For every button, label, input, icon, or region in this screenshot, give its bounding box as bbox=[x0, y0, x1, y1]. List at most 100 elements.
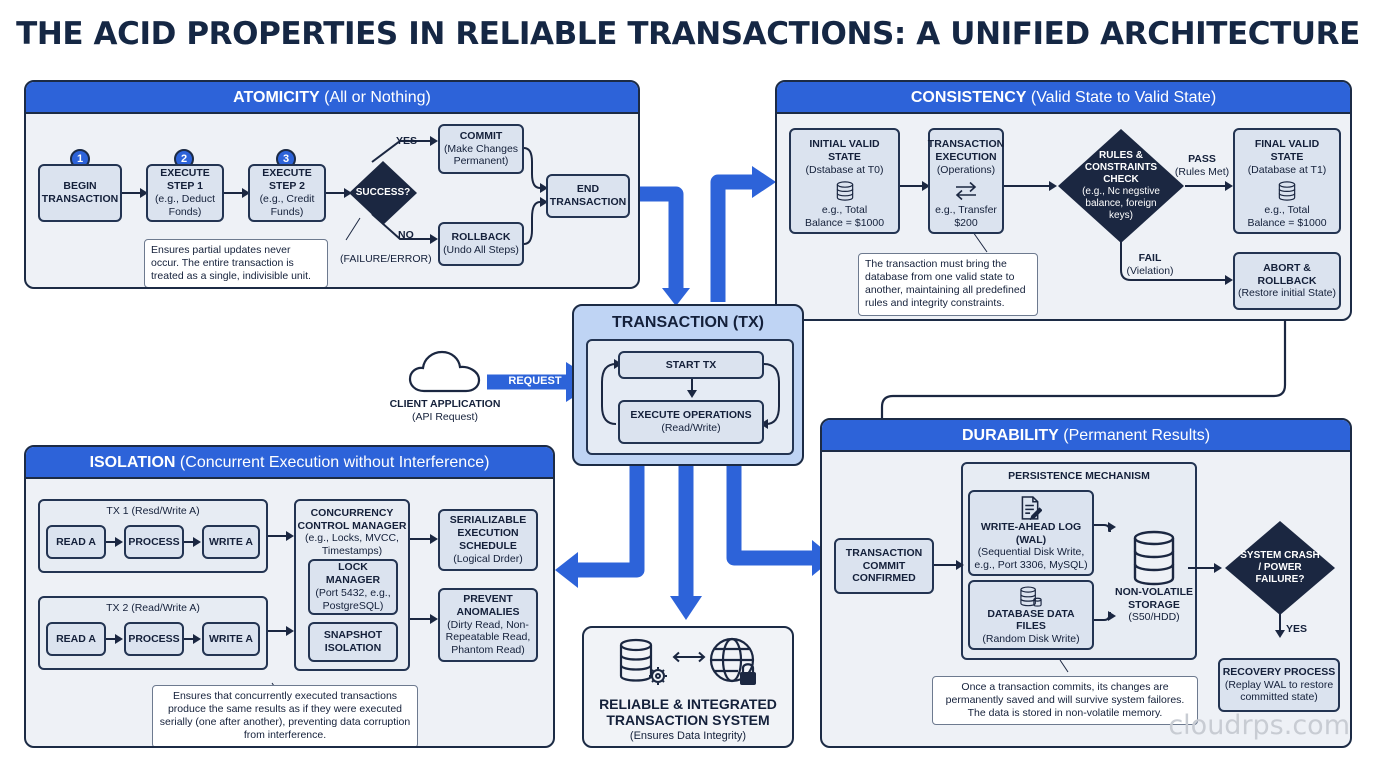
client-application-label: CLIENT APPLICATION (API Request) bbox=[372, 398, 518, 423]
non-volatile-storage-sub: (S50/HDD) bbox=[1128, 611, 1180, 624]
atomicity-header-sub: (All or Nothing) bbox=[319, 89, 431, 106]
database-icon bbox=[836, 181, 853, 202]
lock-manager-title: LOCK MANAGER bbox=[325, 561, 381, 587]
transaction-title: TRANSACTION (TX) bbox=[612, 314, 764, 331]
ccm-sub: (e.g., Locks, MVCC, Timestamps) bbox=[305, 532, 399, 557]
commit-sub: (Make Changes Permanent) bbox=[443, 142, 519, 168]
tx2-write-a-box: WRITE A bbox=[202, 622, 260, 656]
tx2-write-a-label: WRITE A bbox=[209, 632, 253, 645]
rules-sub: (e.g., Nc negstive balance, foreign keys… bbox=[1082, 186, 1160, 221]
durability-note: Once a transaction commits, its changes … bbox=[932, 676, 1198, 726]
flow-arrowhead-tx-to-isolation bbox=[555, 552, 578, 588]
rollback-box: ROLLBACK (Undo All Steps) bbox=[438, 222, 524, 266]
swap-arrows-icon bbox=[955, 182, 977, 201]
pass-label: PASS bbox=[1188, 153, 1216, 165]
fail-label-group: FAIL (Vielation) bbox=[1121, 252, 1179, 277]
start-tx-box: START TX bbox=[618, 351, 764, 379]
transaction-execution-sub: (Operations) bbox=[936, 163, 996, 176]
tx2-process-box: PROCESS bbox=[124, 622, 184, 656]
final-valid-state-sub: (Database at T1) bbox=[1247, 163, 1327, 176]
reliable-system-sub: (Ensures Data Integrity) bbox=[629, 730, 747, 742]
end-transaction-box: END TRANSACTION bbox=[546, 174, 630, 218]
recovery-process-title: RECOVERY PROCESS bbox=[1222, 665, 1336, 678]
atomicity-header-name: ATOMICITY bbox=[233, 89, 320, 106]
database-data-files-sub: (Random Disk Write) bbox=[982, 633, 1080, 646]
non-volatile-storage-label: NON-VOLATILE STORAGE (S50/HDD) bbox=[1108, 586, 1200, 624]
recovery-process-box: RECOVERY PROCESS (Replay WAL to restore … bbox=[1218, 658, 1340, 712]
transaction-commit-box: TRANSACTION COMMIT CONFIRMED bbox=[834, 538, 934, 594]
durability-panel: DURABILITY (Permanent Results) PERSISTEN… bbox=[820, 418, 1352, 748]
pass-sub: (Rules Met) bbox=[1174, 165, 1230, 178]
final-valid-state-title: FINAL VALID STATE bbox=[1254, 138, 1320, 163]
execute-step-1-title: EXECUTE STEP 1 bbox=[160, 167, 210, 193]
system-crash-label: SYSTEM CRASH / POWER FAILURE? bbox=[1240, 550, 1320, 585]
commit-box: COMMIT (Make Changes Permanent) bbox=[438, 124, 524, 174]
reliable-system-title: RELIABLE & INTEGRATED TRANSACTION SYSTEM bbox=[599, 696, 777, 729]
request-label: REQUEST bbox=[508, 375, 562, 387]
atomicity-panel: ATOMICITY (All or Nothing) 1 2 3 BEGIN T… bbox=[24, 80, 640, 289]
consistency-panel: CONSISTENCY (Valid State to Valid State)… bbox=[775, 80, 1352, 321]
abort-rollback-title: ABORT & ROLLBACK bbox=[1257, 261, 1317, 287]
database-icon bbox=[1133, 530, 1175, 586]
execute-step-1-box: EXECUTE STEP 1 (e.g., Deduct Fonds) bbox=[146, 164, 224, 222]
database-icon bbox=[1020, 586, 1042, 607]
tx1-write-a-label: WRITE A bbox=[209, 535, 253, 548]
atomicity-no-label: NO bbox=[398, 229, 414, 241]
database-data-files-title: DATABASE DATA FILES bbox=[987, 607, 1075, 633]
success-decision: SUCCESS? bbox=[348, 160, 418, 226]
flow-arrow-tx-to-isolation bbox=[578, 466, 645, 578]
consistency-header: CONSISTENCY (Valid State to Valid State) bbox=[777, 82, 1350, 114]
snapshot-isolation-title: SNAPSHOT ISOLATION bbox=[323, 629, 383, 654]
serializable-schedule-title: SERIALIZABLE EXECUTION SCHEDULE bbox=[449, 514, 527, 552]
prevent-anomalies-box: PREVENT ANOMALIES (Dirty Read, Non- Repe… bbox=[438, 588, 538, 662]
initial-valid-state-box: INITIAL VALID STATE (Dstabase at T0) e.g… bbox=[789, 128, 900, 234]
rollback-title: ROLLBACK bbox=[451, 231, 511, 244]
tx2-read-a-box: READ A bbox=[46, 622, 106, 656]
isolation-header-sub: (Concurrent Execution without Interferen… bbox=[175, 454, 490, 471]
ccm-title: CONCURRENCY CONTROL MANAGER bbox=[297, 507, 407, 532]
begin-transaction-title: BEGIN TRANSACTION bbox=[41, 180, 119, 205]
rules-decision-text: RULES & CONSTRAINTS CHECK (e.g., Nc negs… bbox=[1057, 128, 1185, 244]
cloud-icon bbox=[408, 350, 481, 393]
crash-diamond-shape bbox=[1225, 521, 1335, 615]
ccm-text: CONCURRENCY CONTROL MANAGER (e.g., Locks… bbox=[296, 507, 408, 557]
reliable-system-panel: RELIABLE & INTEGRATED TRANSACTION SYSTEM… bbox=[582, 626, 794, 748]
fail-label: FAIL bbox=[1138, 252, 1162, 264]
tx1-process-box: PROCESS bbox=[124, 525, 184, 559]
tx1-read-a-box: READ A bbox=[46, 525, 106, 559]
gear-icon bbox=[649, 667, 667, 685]
client-application-title: CLIENT APPLICATION bbox=[389, 398, 501, 410]
execute-step-1-sub: (e.g., Deduct Fonds) bbox=[154, 193, 216, 218]
durability-connectors bbox=[934, 522, 1285, 673]
initial-valid-state-title: INITIAL VALID STATE bbox=[809, 138, 880, 163]
transaction-panel: TRANSACTION (TX) START TX EXECUTE OPERAT… bbox=[572, 304, 804, 466]
persistence-mechanism-title: PERSISTENCE MECHANISM bbox=[1008, 470, 1150, 482]
transaction-execution-value: e.g., Transfer $200 bbox=[935, 204, 997, 230]
execute-operations-sub: (Read/Write) bbox=[661, 422, 721, 434]
atomicity-note: Ensures partial updates never occur. The… bbox=[144, 239, 328, 287]
isolation-note: Ensures that concurrently executed trans… bbox=[152, 685, 418, 746]
transaction-execution-title: TRANSACTION EXECUTION bbox=[927, 138, 1005, 163]
database-gear-icon bbox=[619, 638, 667, 685]
consistency-connectors bbox=[900, 181, 1233, 285]
durability-header: DURABILITY (Permanent Results) bbox=[822, 420, 1350, 452]
rollback-sub: (Undo All Steps) bbox=[443, 244, 519, 256]
tx2-title: TX 2 (Read/Write A) bbox=[106, 602, 200, 614]
system-crash-decision: SYSTEM CRASH / POWER FAILURE? bbox=[1224, 520, 1336, 616]
isolation-panel: ISOLATION (Concurrent Execution without … bbox=[24, 445, 555, 748]
tx2-read-a-label: READ A bbox=[56, 632, 96, 645]
consistency-note: The transaction must bring the database … bbox=[858, 253, 1038, 316]
database-data-files-box: DATABASE DATA FILES (Random Disk Write) bbox=[968, 580, 1094, 650]
database-icon bbox=[1278, 181, 1296, 202]
abort-rollback-sub: (Restore initial State) bbox=[1237, 287, 1337, 300]
durability-yes-label: YES bbox=[1286, 623, 1308, 635]
wal-box: WRITE-AHEAD LOG (WAL) (Sequential Disk W… bbox=[968, 490, 1094, 576]
end-transaction-title: END TRANSACTION bbox=[549, 183, 627, 208]
flow-arrowhead-atomicity-to-tx bbox=[662, 288, 690, 306]
flow-arrow-atomicity-to-tx bbox=[640, 186, 684, 290]
tx1-title: TX 1 (Resd/Write A) bbox=[106, 505, 200, 517]
transaction-execution-box: TRANSACTION EXECUTION (Operations) e.g.,… bbox=[928, 128, 1004, 234]
final-valid-state-value: e.g., Total Balance = $1000 bbox=[1247, 204, 1327, 230]
globe-lock-icon bbox=[709, 637, 756, 685]
consistency-header-sub: (Valid State to Valid State) bbox=[1026, 89, 1217, 106]
